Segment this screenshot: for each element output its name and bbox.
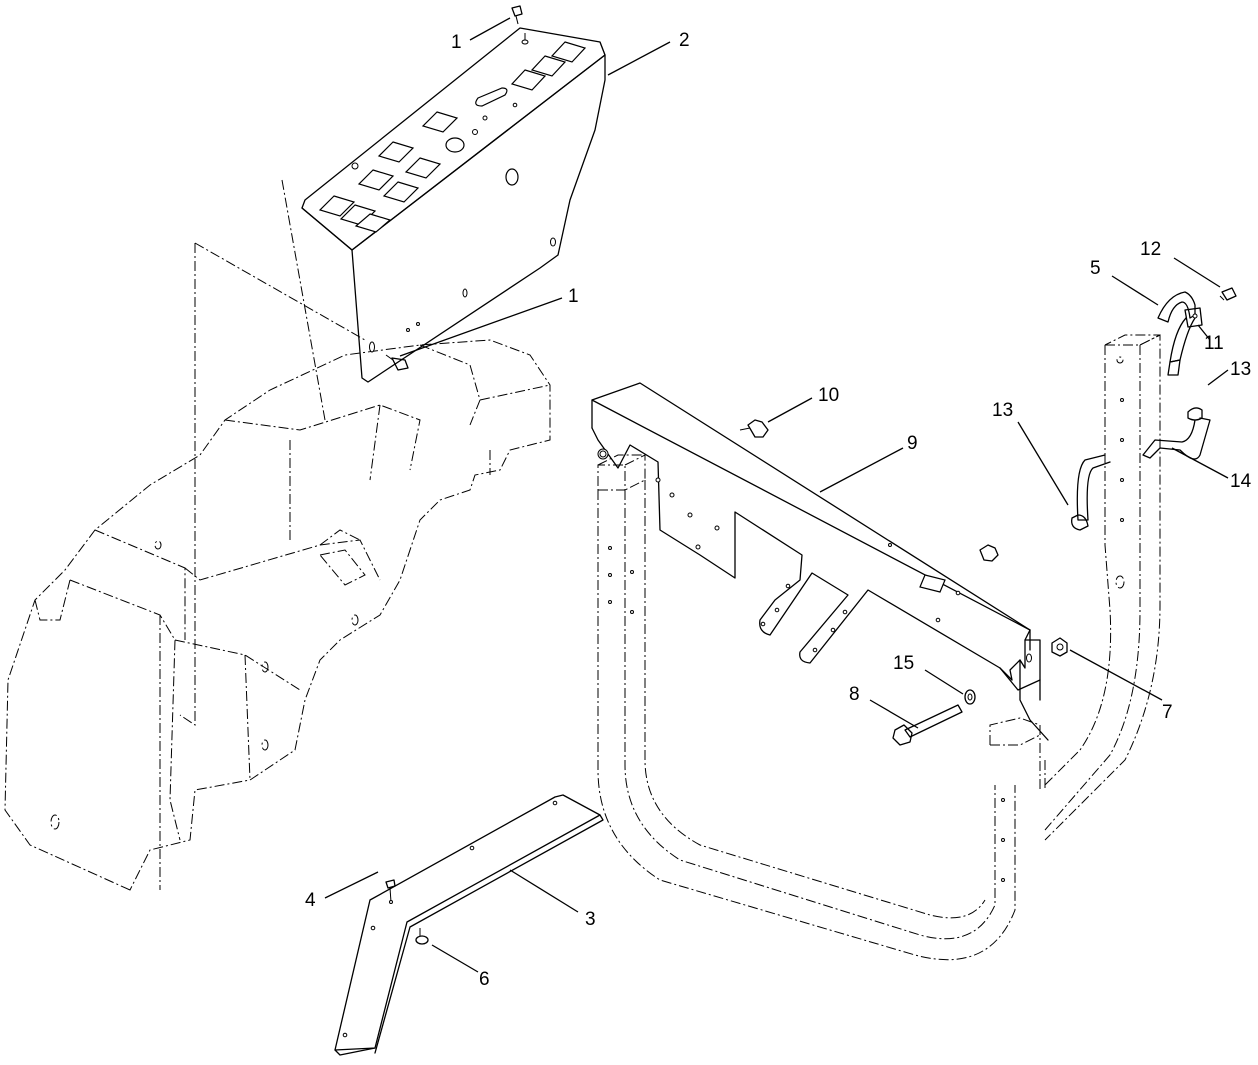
phantom-frame bbox=[4, 339, 551, 891]
hose-assembly bbox=[1071, 287, 1237, 531]
cross-bar-bracket bbox=[591, 382, 1049, 741]
leader-lines bbox=[324, 17, 1229, 973]
clip-6 bbox=[415, 928, 429, 945]
callout-12: 12 bbox=[1140, 239, 1161, 260]
callout-5: 5 bbox=[1090, 258, 1101, 279]
bolt-10-upper bbox=[739, 419, 769, 438]
callout-1-side: 1 bbox=[568, 286, 579, 307]
callout-10: 10 bbox=[818, 385, 839, 406]
panel-cutouts bbox=[318, 41, 587, 353]
floor-bracket bbox=[334, 794, 604, 1056]
callout-13-right: 13 bbox=[1230, 359, 1251, 380]
hoop-hole-column-left bbox=[608, 398, 1124, 882]
control-panel bbox=[301, 27, 606, 383]
callout-13-left: 13 bbox=[992, 400, 1013, 421]
callout-15: 15 bbox=[893, 653, 914, 674]
alignment-lines bbox=[179, 30, 526, 726]
callout-11: 11 bbox=[1204, 333, 1224, 354]
washer-15 bbox=[964, 689, 976, 705]
callout-14: 14 bbox=[1230, 471, 1252, 492]
callout-4: 4 bbox=[305, 890, 316, 911]
bolt-8 bbox=[892, 704, 963, 746]
callout-6: 6 bbox=[479, 969, 490, 990]
callout-9: 9 bbox=[907, 433, 918, 454]
nut-7 bbox=[1051, 637, 1068, 657]
screw-4 bbox=[385, 879, 396, 904]
callout-3: 3 bbox=[585, 909, 596, 930]
callout-8: 8 bbox=[849, 684, 860, 705]
bolt-10-lower bbox=[979, 544, 999, 562]
screw-side bbox=[385, 354, 409, 371]
callout-2: 2 bbox=[679, 30, 690, 51]
callout-7: 7 bbox=[1162, 702, 1173, 723]
screw-top bbox=[511, 5, 529, 45]
phantom-roll-hoop bbox=[597, 334, 1161, 961]
callout-labels: 1 2 1 12 5 11 13 13 10 9 14 15 8 7 4 3 6 bbox=[305, 30, 1252, 990]
callout-1-top: 1 bbox=[451, 32, 462, 53]
